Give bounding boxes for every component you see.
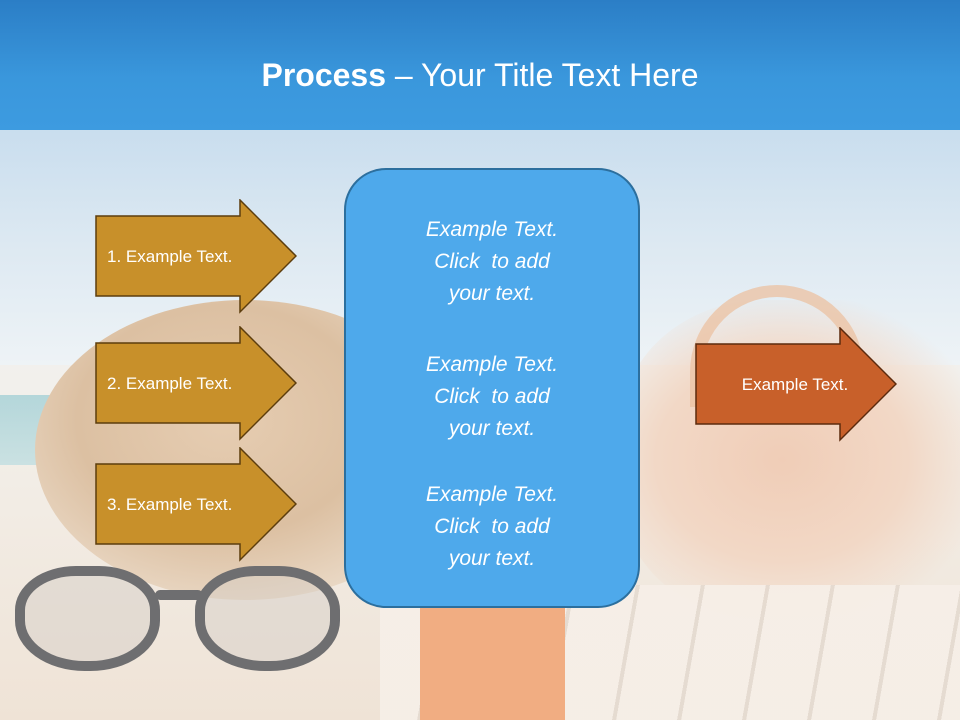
center-text-box[interactable]: Example Text. Click to add your text. Ex… (344, 168, 640, 608)
arrow-shape (95, 447, 297, 562)
arrow-shape (695, 327, 897, 442)
step-1-label: 1. Example Text. (107, 246, 233, 266)
right-lens (195, 566, 340, 671)
result-label: Example Text. (741, 374, 849, 394)
sunscreen-bottle (420, 590, 565, 720)
title-rest: – Your Title Text Here (386, 57, 699, 93)
title-bold: Process (261, 57, 387, 93)
arrow-shape (95, 199, 297, 314)
sunglasses (15, 560, 345, 700)
glasses-bridge (155, 590, 203, 600)
center-text-block-2[interactable]: Example Text. Click to add your text. (425, 353, 559, 440)
step-2-arrow[interactable]: 2. Example Text. (95, 326, 297, 441)
step-3-label: 3. Example Text. (107, 494, 233, 514)
left-lens (15, 566, 160, 671)
center-text-block-1[interactable]: Example Text. Click to add your text. (425, 218, 559, 305)
title-bar: Process – Your Title Text Here (0, 0, 960, 130)
center-text-block-3[interactable]: Example Text. Click to add your text. (425, 483, 559, 570)
arrow-shape (95, 326, 297, 441)
step-2-label: 2. Example Text. (107, 373, 233, 393)
step-3-arrow[interactable]: 3. Example Text. (95, 447, 297, 562)
result-arrow[interactable]: Example Text. (695, 327, 897, 442)
slide-title[interactable]: Process – Your Title Text Here (0, 57, 960, 93)
step-1-arrow[interactable]: 1. Example Text. (95, 199, 297, 314)
